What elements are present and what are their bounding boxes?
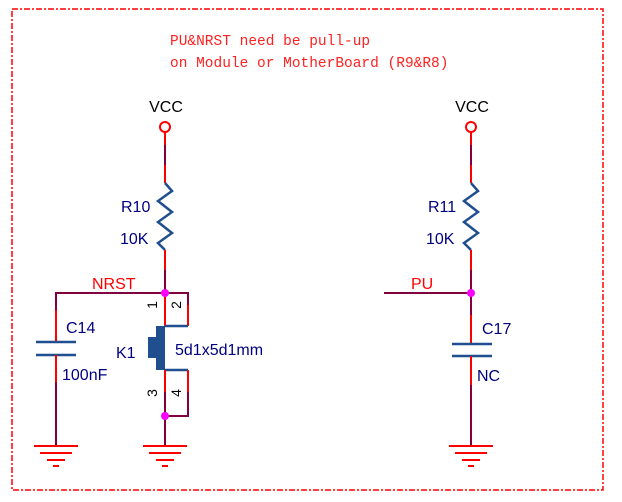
r11-ref: R11: [428, 199, 456, 216]
vcc-port-icon: [465, 121, 477, 133]
resistor-r11-icon[interactable]: [461, 182, 481, 251]
resistor-r10-icon[interactable]: [155, 182, 175, 251]
c17-value: NC: [477, 368, 500, 385]
r10-ref: R10: [121, 199, 150, 216]
nrst-wire: [55, 292, 165, 310]
vcc-label-left: VCC: [149, 99, 183, 116]
k1-value: 5d1x5d1mm: [175, 342, 263, 359]
c17-ref: C17: [482, 321, 511, 338]
pu-net-label: PU: [411, 276, 433, 293]
note-line-1: PU&NRST need be pull-up: [170, 34, 370, 50]
vcc-label-right: VCC: [455, 99, 489, 116]
r10-value: 10K: [120, 231, 149, 248]
k1-pin-3: 3: [144, 389, 160, 397]
ground-icon: [34, 445, 78, 467]
right-circuit: VCC R11 10K PU C17 NC: [384, 99, 511, 467]
switch-body-icon: [156, 326, 165, 370]
k1-pin-2: 2: [168, 301, 184, 309]
junction-dot: [161, 289, 169, 297]
ground-icon: [449, 445, 493, 467]
r11-value: 10K: [426, 231, 455, 248]
junction-dot: [467, 289, 475, 297]
sheet-border: [11, 8, 604, 491]
nrst-net-label: NRST: [92, 276, 136, 293]
k1-ref: K1: [116, 345, 136, 362]
switch-button-icon: [148, 337, 157, 358]
note-line-2: on Module or MotherBoard (R9&R8): [170, 56, 448, 72]
junction-dot: [161, 412, 169, 420]
vcc-port-icon: [159, 121, 171, 133]
ground-icon: [143, 445, 187, 467]
k1-pin-1: 1: [144, 301, 160, 309]
left-circuit: VCC R10 10K NRST C14 100nF: [34, 99, 263, 467]
k1-pin-4: 4: [168, 389, 184, 397]
c14-value: 100nF: [62, 367, 108, 384]
c14-ref: C14: [66, 320, 95, 337]
switch-k1[interactable]: [148, 292, 189, 446]
